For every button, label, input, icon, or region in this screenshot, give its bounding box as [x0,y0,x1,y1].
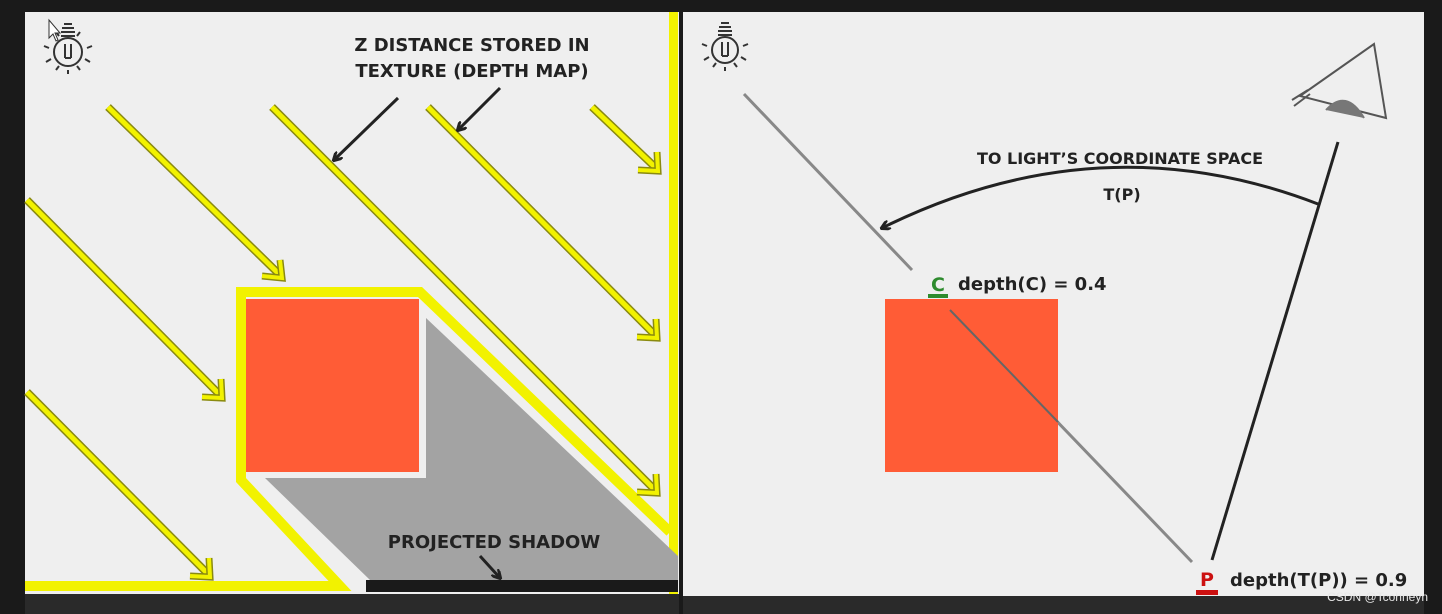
light-bulb-icon [43,23,93,74]
shadow-ground-line [366,580,678,592]
point-c-marker [928,294,948,298]
point-p-letter: P [1200,569,1214,591]
right-panel-bottom-bar [683,596,1424,614]
light-rays [24,104,662,581]
transform-label: TO LIGHT’S COORDINATE SPACE [977,149,1263,168]
depth-map-label-line2: TEXTURE (DEPTH MAP) [355,61,588,82]
light-to-c-ray [742,92,914,272]
depth-map-label-line1: Z DISTANCE STORED IN [354,35,589,56]
watermark: CSDN @Tcohneyn [1327,590,1428,604]
light-ray [24,389,214,581]
left-panel-bottom-bar [25,594,680,614]
transform-symbol: T(P) [1103,185,1140,204]
transform-arc-arrow [882,165,1319,228]
point-p-depth-label: depth(T(P)) = 0.9 [1230,570,1407,591]
point-p-marker [1196,590,1218,595]
point-c-letter: C [931,274,945,296]
light-ray [425,104,661,342]
camera-eye-icon [1291,42,1388,120]
shadow-label-arrow [478,554,500,578]
light-bulb-icon [701,22,749,71]
depth-map-arrow [334,96,400,160]
c-to-p-line-through-box [949,309,1059,423]
depth-map-arrow [458,86,502,130]
light-ray [269,104,661,497]
mouse-cursor-icon [48,18,62,42]
right-panel: C depth(C) = 0.4 P depth(T(P)) = 0.9 TO … [683,12,1424,614]
left-panel-yellow-border [669,12,678,594]
projected-shadow [265,318,678,580]
light-ray [24,197,226,402]
occluder-box [246,299,419,472]
lit-surface-outline [25,287,674,591]
light-ray [105,104,286,282]
occluder-box [885,299,1058,472]
light-ray [589,104,662,175]
left-panel: Z DISTANCE STORED IN TEXTURE (DEPTH MAP)… [24,12,680,614]
projected-shadow-label: PROJECTED SHADOW [388,532,601,553]
panel-divider [679,12,683,614]
camera-to-p-line [1210,141,1340,561]
point-c-depth-label: depth(C) = 0.4 [958,274,1107,295]
